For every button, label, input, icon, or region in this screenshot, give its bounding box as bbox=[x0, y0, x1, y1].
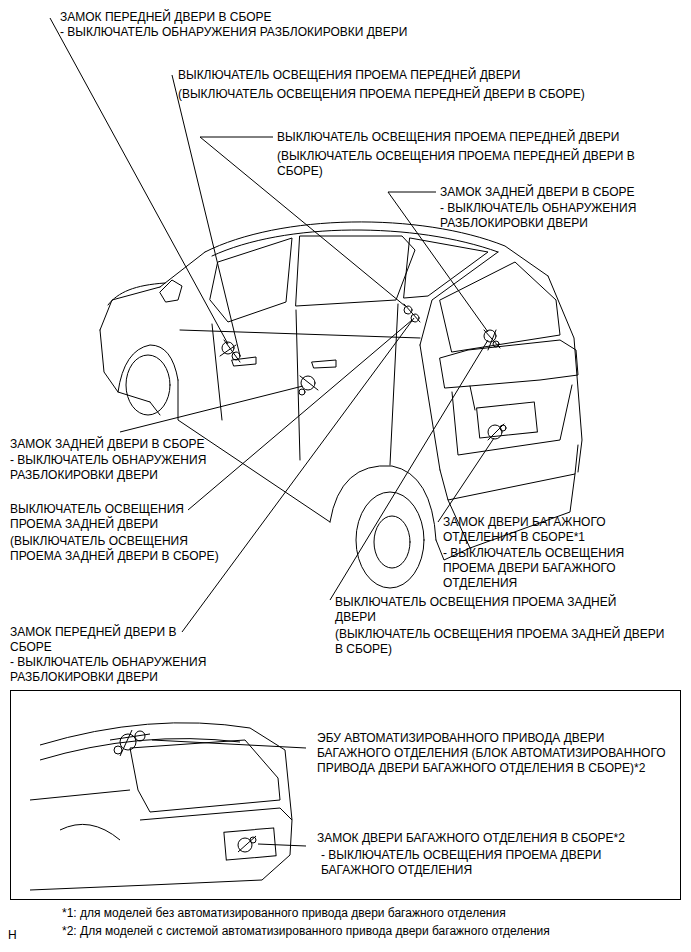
drawing-line bbox=[140, 808, 292, 885]
part-name: ВЫКЛЮЧАТЕЛЬ ОСВЕЩЕНИЯ ПРОЕМА ПЕРЕДНЕЙ ДВ… bbox=[178, 68, 628, 83]
part-name: ВЫКЛЮЧАТЕЛЬ ОСВЕЩЕНИЯ ПРОЕМА ПЕРЕДНЕЙ ДВ… bbox=[277, 130, 682, 145]
drawing-line bbox=[30, 790, 130, 800]
part-name: ЗАМОК ЗАДНЕЙ ДВЕРИ В СБОРЕ bbox=[440, 185, 680, 200]
drawing-line bbox=[404, 306, 412, 314]
part-subname: - ВЫКЛЮЧАТЕЛЬ ОСВЕЩЕНИЯ ПРОЕМА ДВЕРИ БАГ… bbox=[321, 848, 661, 878]
drawing-line bbox=[452, 385, 572, 455]
part-name: ЗАМОК ПЕРЕДНЕЙ ДВЕРИ В СБОРЕ bbox=[10, 625, 210, 655]
drawing-line bbox=[404, 304, 420, 322]
drawing-line bbox=[500, 425, 506, 431]
part-subname: - ВЫКЛЮЧАТЕЛЬ ОБНАРУЖЕНИЯ РАЗБЛОКИРОВКИ … bbox=[440, 201, 680, 231]
drawing-line bbox=[30, 885, 150, 890]
drawing-line bbox=[300, 376, 318, 390]
part-name: ВЫКЛЮЧАТЕЛЬ ОСВЕЩЕНИЯ ПРОЕМА ЗАДНЕЙ ДВЕР… bbox=[335, 595, 635, 625]
drawing-line bbox=[296, 236, 415, 306]
drawing-line bbox=[330, 466, 436, 540]
drawing-line bbox=[548, 276, 582, 472]
door-lock-part bbox=[220, 304, 506, 440]
drawing-line bbox=[404, 238, 488, 298]
part-subname: - ВЫКЛЮЧАТЕЛЬ ОБНАРУЖЕНИЯ РАЗБЛОКИРОВКИ … bbox=[10, 453, 250, 483]
drawing-line bbox=[126, 355, 170, 415]
drawing-line bbox=[114, 746, 122, 754]
drawing-line bbox=[285, 750, 292, 820]
part-name: ВЫКЛЮЧАТЕЛЬ ОСВЕЩЕНИЯ ПРОЕМА ЗАДНЕЙ ДВЕР… bbox=[10, 502, 220, 532]
part-name: ЗАМОК ЗАДНЕЙ ДВЕРИ В СБОРЕ bbox=[10, 437, 250, 452]
drawing-line bbox=[420, 345, 440, 470]
footnote: *1: для моделей без автоматизированного … bbox=[62, 906, 672, 921]
drawing-line bbox=[100, 287, 160, 330]
drawing-line bbox=[110, 730, 150, 756]
drawing-line bbox=[440, 445, 578, 500]
drawing-line bbox=[440, 262, 560, 352]
figure-code: H bbox=[8, 928, 28, 943]
drawing-line bbox=[182, 318, 414, 632]
drawing-line bbox=[152, 740, 306, 748]
ecu-part bbox=[110, 730, 150, 756]
part-subname: (ВЫКЛЮЧАТЕЛЬ ОСВЕЩЕНИЯ ПРОЕМА ПЕРЕДНЕЙ Д… bbox=[277, 149, 672, 179]
drawing-line bbox=[212, 230, 498, 256]
drawing-line bbox=[108, 283, 165, 305]
drawing-line bbox=[390, 304, 398, 465]
drawing-line bbox=[296, 310, 300, 460]
drawing-line bbox=[312, 360, 336, 368]
drawing-line bbox=[470, 386, 475, 410]
drawing-line bbox=[477, 402, 538, 438]
drawing-line bbox=[160, 280, 182, 302]
drawing-line bbox=[232, 357, 256, 366]
drawing-line bbox=[438, 438, 494, 522]
drawing-line bbox=[40, 739, 240, 760]
drawing-line bbox=[160, 252, 205, 287]
footnote: *2: Для моделей с системой автоматизиров… bbox=[62, 924, 672, 939]
drawing-line bbox=[420, 252, 498, 345]
drawing-line bbox=[120, 386, 303, 432]
part-subname: (ВЫКЛЮЧАТЕЛЬ ОСВЕЩЕНИЯ ПРОЕМА ПЕРЕДНЕЙ Д… bbox=[178, 87, 598, 102]
drawing-line bbox=[210, 238, 292, 322]
drawing-line bbox=[172, 75, 240, 356]
inset-panel: ЭБУ АВТОМАТИЗИРОВАННОГО ПРИВОДА ДВЕРИ БА… bbox=[10, 690, 681, 900]
part-subname: (ВЫКЛЮЧАТЕЛЬ ОСВЕЩЕНИЯ ПРОЕМА ЗАДНЕЙ ДВЕ… bbox=[10, 534, 220, 564]
drawing-line bbox=[130, 740, 280, 812]
drawing-line bbox=[238, 836, 256, 852]
drawing-line bbox=[118, 345, 178, 392]
inset-car bbox=[30, 723, 306, 890]
part-name: ЗАМОК ПЕРЕДНЕЙ ДВЕРИ В СБОРЕ bbox=[60, 10, 480, 25]
part-name: ЗАМОК ДВЕРИ БАГАЖНОГО ОТДЕЛЕНИЯ В СБОРЕ*… bbox=[317, 831, 637, 846]
part-name: ЗАМОК ДВЕРИ БАГАЖНОГО ОТДЕЛЕНИЯ В СБОРЕ*… bbox=[443, 515, 668, 545]
drawing-line bbox=[60, 824, 120, 840]
part-subname: - ВЫКЛЮЧАТЕЛЬ ОБНАРУЖЕНИЯ РАЗБЛОКИРОВКИ … bbox=[10, 655, 250, 685]
drawing-line bbox=[188, 320, 412, 510]
part-subname: - ВЫКЛЮЧАТЕЛЬ ОСВЕЩЕНИЯ ПРОЕМА ДВЕРИ БАГ… bbox=[443, 546, 675, 591]
drawing-line bbox=[180, 330, 420, 338]
drawing-line bbox=[50, 18, 228, 344]
drawing-line bbox=[205, 222, 548, 276]
drawing-line bbox=[484, 330, 500, 350]
drawing-line bbox=[150, 402, 160, 415]
part-name: ЭБУ АВТОМАТИЗИРОВАННОГО ПРИВОДА ДВЕРИ БА… bbox=[317, 731, 667, 776]
door-lock-part bbox=[238, 836, 256, 852]
drawing-line bbox=[212, 324, 222, 420]
part-subname: (ВЫКЛЮЧАТЕЛЬ ОСВЕЩЕНИЯ ПРОЕМА ЗАДНЕЙ ДВЕ… bbox=[335, 627, 675, 657]
drawing-line bbox=[258, 844, 306, 846]
drawing-line bbox=[299, 389, 305, 395]
drawing-line bbox=[440, 340, 578, 388]
drawing-line bbox=[374, 516, 410, 568]
part-subname: - ВЫКЛЮЧАТЕЛЬ ОБНАРУЖЕНИЯ РАЗБЛОКИРОВКИ … bbox=[60, 25, 480, 40]
drawing-line bbox=[488, 424, 504, 440]
